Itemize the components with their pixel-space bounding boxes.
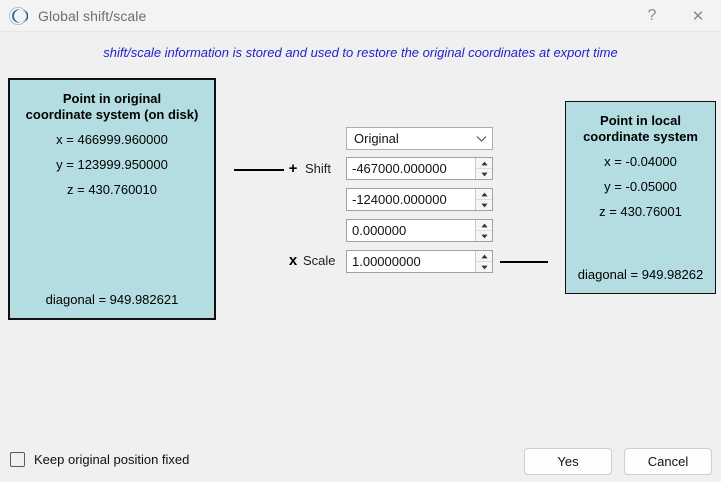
shift-y-spin-buttons[interactable]	[475, 189, 492, 210]
shift-x-spinbox[interactable]: -467000.000000	[346, 157, 493, 180]
original-x-value: x = 466999.960000	[56, 132, 168, 147]
original-panel-title-line2: coordinate system (on disk)	[25, 107, 199, 122]
shift-z-value[interactable]: 0.000000	[352, 223, 407, 238]
shift-label: Shift	[305, 161, 332, 176]
original-panel-title: Point in original coordinate system (on …	[26, 91, 199, 123]
original-y-value: y = 123999.950000	[56, 157, 168, 172]
shift-z-spin-up-icon[interactable]	[476, 220, 492, 231]
local-diagonal-value: diagonal = 949.98262	[577, 267, 704, 282]
shift-y-spin-down-icon[interactable]	[476, 200, 492, 210]
yes-button[interactable]: Yes	[524, 448, 612, 475]
connector-line-right	[500, 261, 548, 263]
info-text: shift/scale information is stored and us…	[103, 45, 618, 60]
shift-z-spinbox[interactable]: 0.000000	[346, 219, 493, 242]
original-panel-title-line1: Point in original	[62, 91, 162, 106]
local-y-value: y = -0.05000	[604, 179, 677, 194]
scale-label: Scale	[303, 253, 336, 268]
shift-y-value[interactable]: -124000.000000	[352, 192, 447, 207]
local-x-value: x = -0.04000	[604, 154, 677, 169]
keep-original-position-fixed-row[interactable]: Keep original position fixed	[10, 452, 189, 467]
scale-value[interactable]: 1.00000000	[352, 254, 421, 269]
cloudcompare-logo-icon	[7, 5, 29, 27]
local-panel-title: Point in local coordinate system	[583, 113, 698, 145]
original-diagonal-value: diagonal = 949.982621	[45, 292, 179, 307]
keep-original-position-fixed-label: Keep original position fixed	[34, 452, 190, 467]
connector-line-left	[234, 169, 284, 171]
shift-z-spin-down-icon[interactable]	[476, 231, 492, 241]
plus-operator-icon: +	[288, 160, 298, 177]
shift-y-spin-up-icon[interactable]	[476, 189, 492, 200]
shift-y-spinbox[interactable]: -124000.000000	[346, 188, 493, 211]
chevron-down-icon[interactable]	[470, 135, 492, 143]
shift-x-spin-buttons[interactable]	[475, 158, 492, 179]
original-coordinates-panel: Point in original coordinate system (on …	[8, 78, 216, 320]
scale-spin-buttons[interactable]	[475, 251, 492, 272]
title-bar: Global shift/scale ? ✕	[0, 0, 721, 32]
local-z-value: z = 430.76001	[599, 204, 682, 219]
close-button[interactable]: ✕	[691, 7, 705, 25]
help-button[interactable]: ?	[647, 6, 657, 24]
local-panel-title-line2: coordinate system	[583, 129, 698, 144]
scale-spin-down-icon[interactable]	[476, 262, 492, 272]
shift-x-spin-down-icon[interactable]	[476, 169, 492, 179]
local-coordinates-panel: Point in local coordinate system x = -0.…	[565, 101, 716, 294]
scale-spinbox[interactable]: 1.00000000	[346, 250, 493, 273]
keep-original-position-fixed-checkbox[interactable]	[10, 452, 25, 467]
original-z-value: z = 430.760010	[67, 182, 157, 197]
cancel-button[interactable]: Cancel	[624, 448, 712, 475]
shift-x-spin-up-icon[interactable]	[476, 158, 492, 169]
scale-spin-up-icon[interactable]	[476, 251, 492, 262]
shift-z-spin-buttons[interactable]	[475, 220, 492, 241]
shift-x-value[interactable]: -467000.000000	[352, 161, 447, 176]
shift-mode-value: Original	[354, 131, 399, 146]
window-title: Global shift/scale	[38, 7, 147, 24]
shift-mode-combobox[interactable]: Original	[346, 127, 493, 150]
local-panel-title-line1: Point in local	[600, 113, 681, 128]
multiply-operator-icon: x	[288, 252, 298, 269]
